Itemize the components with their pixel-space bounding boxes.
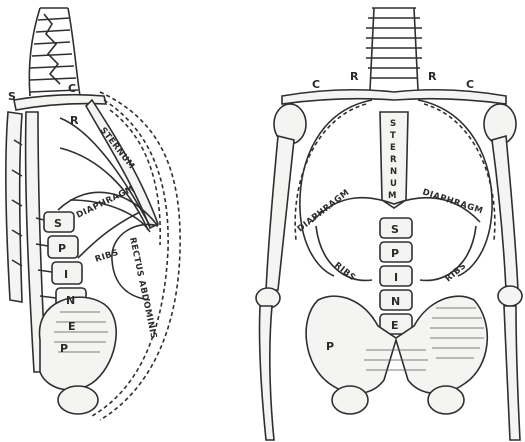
front-sternum-letter-m: M <box>388 191 397 201</box>
front-elbow-left <box>256 288 280 308</box>
front-label-diaphragm-right: DIAPHRAGM <box>421 187 484 216</box>
side-label-sternum: STERNUM <box>98 126 137 172</box>
front-label-c-left: C <box>312 78 320 91</box>
side-label-p: P <box>60 342 68 355</box>
side-label-c: C <box>68 82 76 95</box>
front-neck-vertebrae <box>366 8 422 90</box>
front-clavicles <box>282 90 506 104</box>
front-label-diaphragm-left: DIAPHRAGM <box>296 188 352 235</box>
front-upper-arm-right <box>492 136 518 290</box>
front-spine-letter-n: N <box>391 295 400 308</box>
front-forearm-left <box>259 306 274 440</box>
side-label-r: R <box>70 114 79 127</box>
side-spine-letter-i: I <box>64 268 68 281</box>
front-ribcage-left <box>300 100 372 276</box>
front-hip-left <box>332 386 368 414</box>
front-spine-letter-e: E <box>391 319 399 332</box>
front-hip-right <box>428 386 464 414</box>
side-spine-letter-n: N <box>66 294 75 307</box>
side-spine-letter-p: P <box>58 242 66 255</box>
front-label-ribs-left: RIBS <box>332 260 357 283</box>
front-spine-letter-s: S <box>391 223 399 236</box>
front-label-r-right: R <box>428 70 437 83</box>
front-label-p: P <box>326 340 334 353</box>
side-view: S C R STERNUM DIAPHRAGM RIBS RECTUS ABDO… <box>6 8 180 420</box>
side-pelvis <box>39 297 116 390</box>
front-spine-letter-i: I <box>394 271 398 284</box>
front-sternum-letter-u: U <box>390 179 397 189</box>
front-sternum-letter-e: E <box>390 143 396 153</box>
front-view: C R R C S T E R N U M DIAPHRAGM DIAPHRAG… <box>256 8 522 440</box>
front-elbow-right <box>498 286 522 306</box>
front-sternum-letter-t: T <box>390 131 396 141</box>
front-forearm-right <box>504 306 520 440</box>
side-spine-letter-s: S <box>54 217 62 230</box>
front-sternum-letter-s: S <box>390 119 397 129</box>
side-spine-letter-e: E <box>68 320 76 333</box>
front-spine-letter-p: P <box>391 247 399 260</box>
side-label-rectus: RECTUS ABDOMINIS <box>127 237 158 341</box>
front-label-c-right: C <box>466 78 474 91</box>
front-label-r-left: R <box>350 70 359 83</box>
side-hip-joint <box>58 386 98 414</box>
front-sternum-letter-r: R <box>390 155 397 165</box>
side-label-diaphragm: DIAPHRAGM <box>75 184 136 221</box>
side-label-s: S <box>8 90 16 103</box>
front-sternum-labels: S T E R N U M <box>388 119 398 201</box>
front-upper-arm-left <box>266 136 294 290</box>
front-sternum-letter-n: N <box>390 167 398 177</box>
side-label-ribs: RIBS <box>94 248 120 265</box>
